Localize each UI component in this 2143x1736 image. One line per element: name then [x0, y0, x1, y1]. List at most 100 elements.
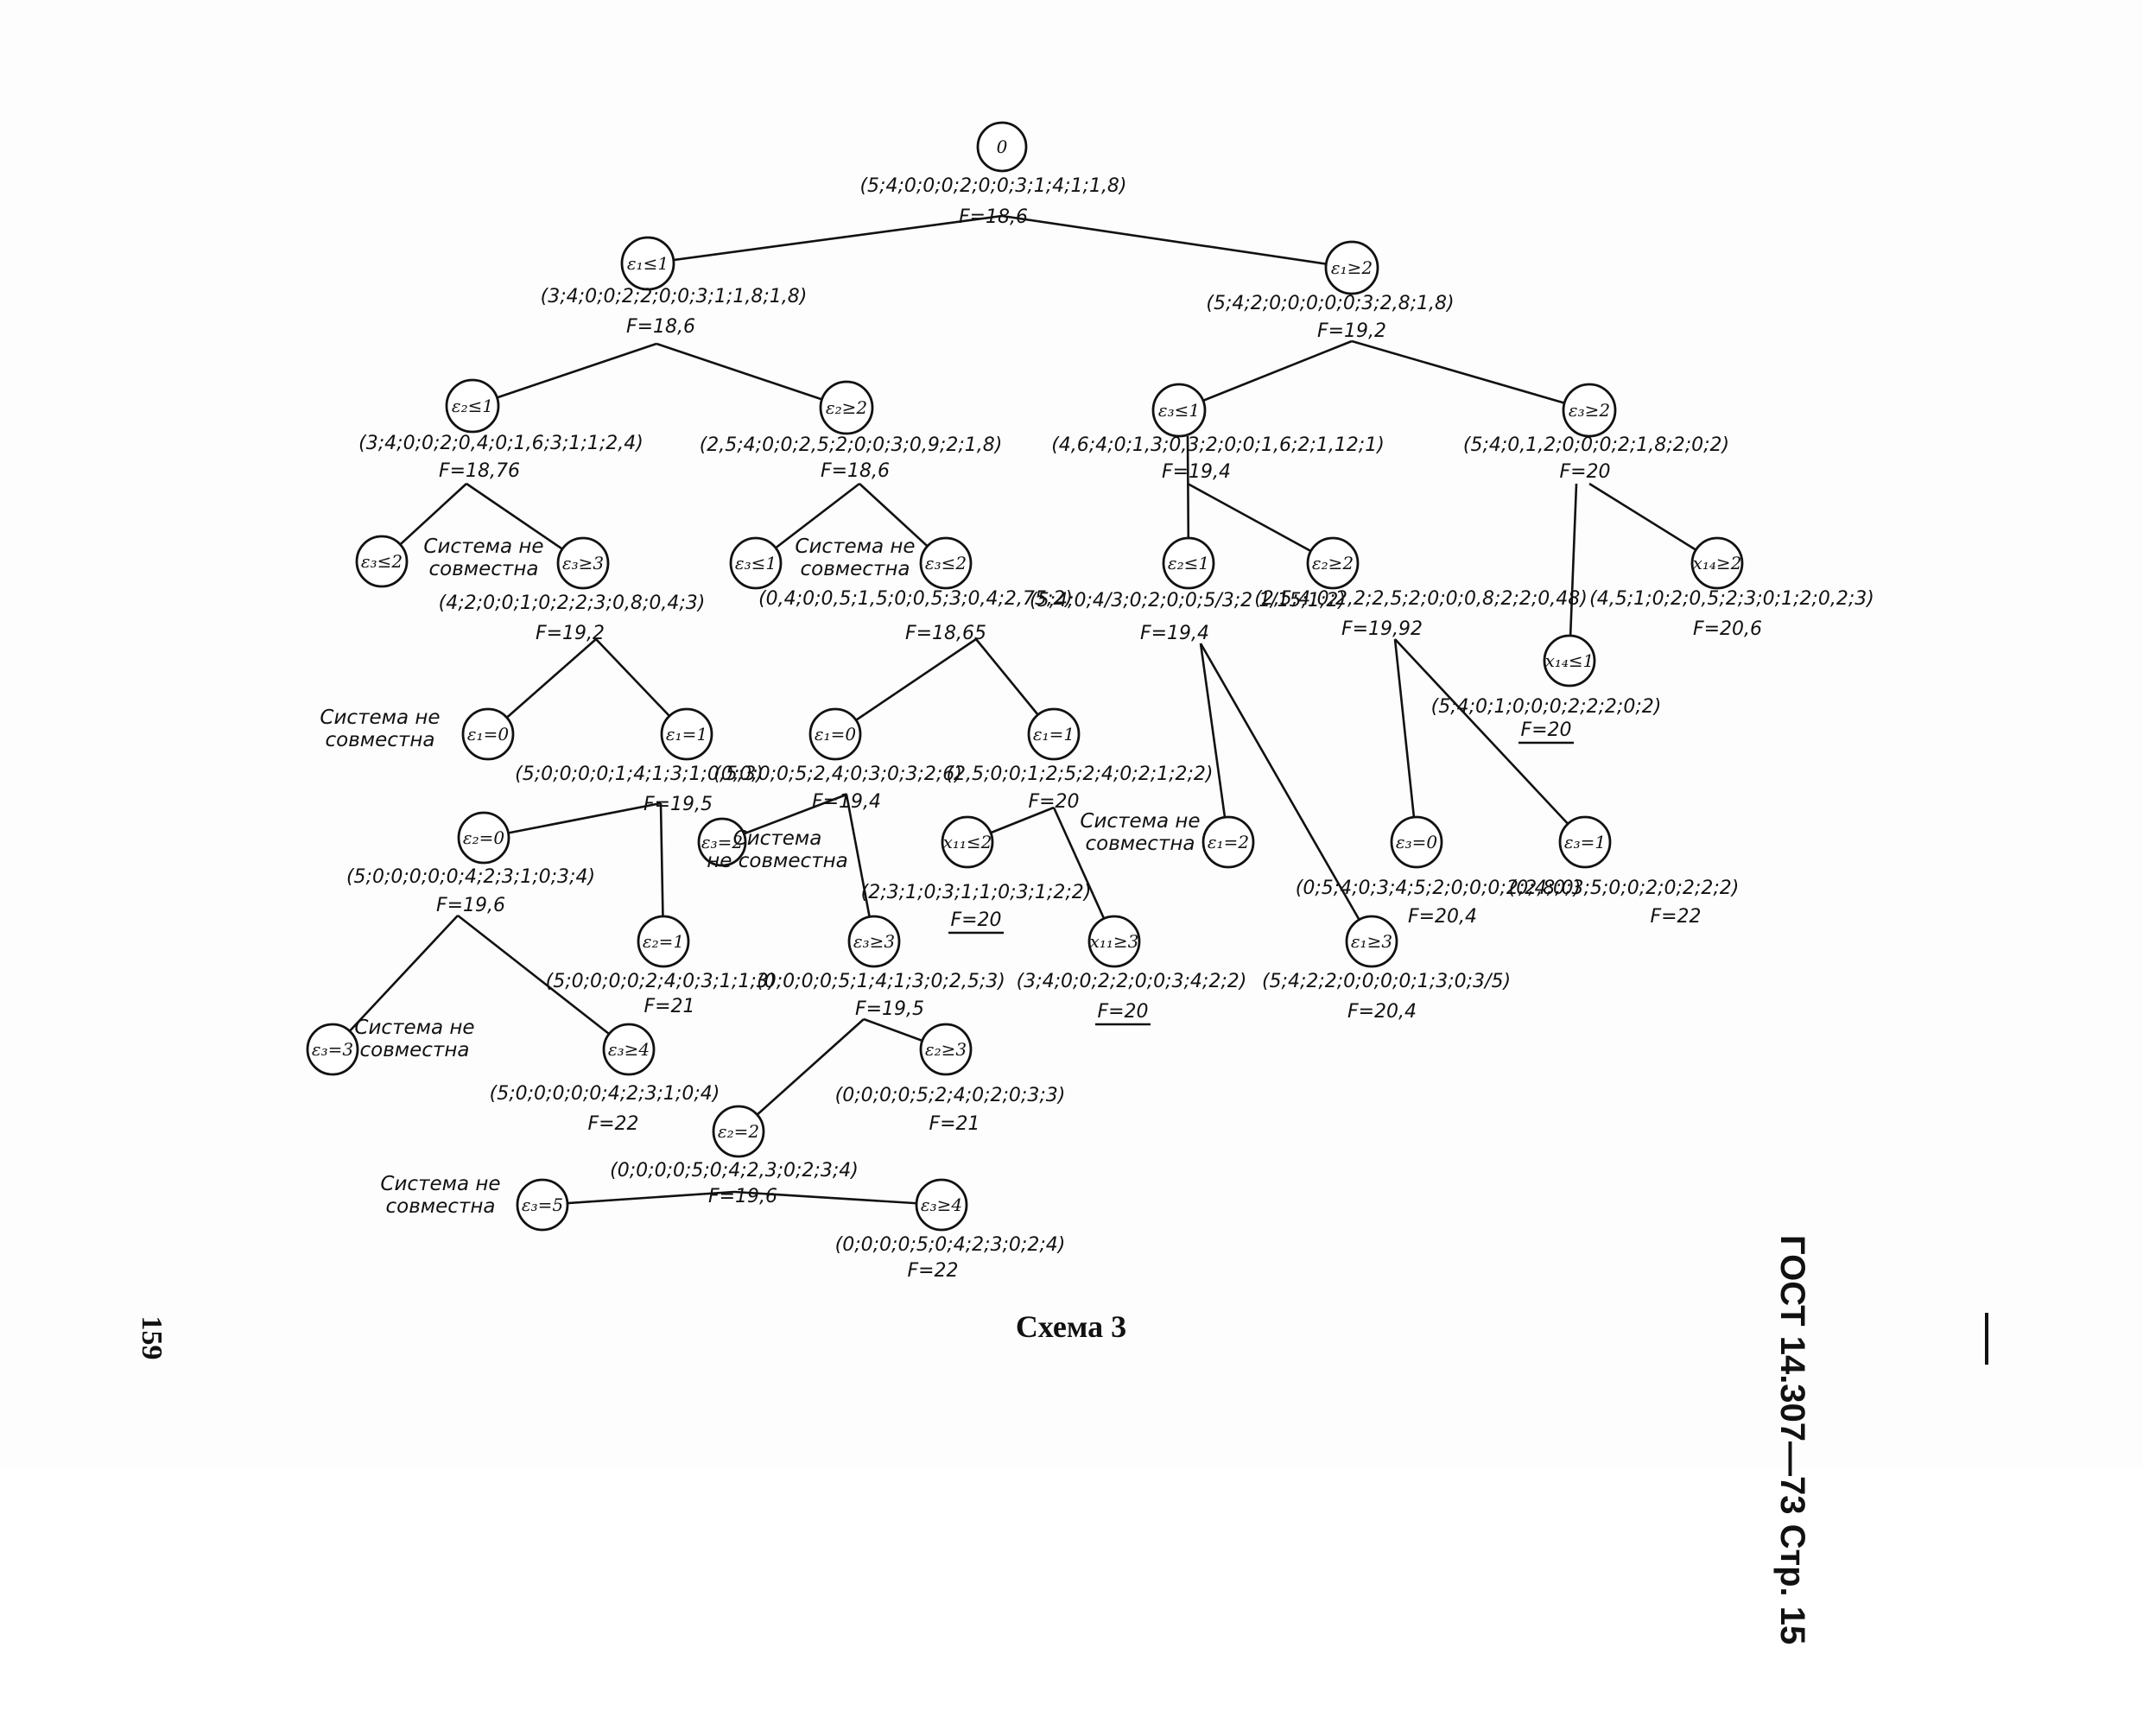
branch-and-bound-tree: 0(5;4;0;0;0;2;0;0;3;1;4;1;1,8)F=18,6ε₁≤1… — [306, 121, 1874, 1282]
inconsistent-note: совместна — [801, 558, 910, 580]
node-circle — [1543, 634, 1596, 687]
node-vector: (5;4;2;0;0;0;0;0;3;2,8;1,8) — [1206, 293, 1454, 314]
tree-node: ε₃=0(0;5;4;0;3;4;5;2;0;0;0;2;2,8;0)F=20,… — [1296, 815, 1581, 928]
node-f-value: F=22 — [587, 1113, 638, 1135]
node-label: ε₁=2 — [1208, 832, 1249, 852]
node-circle — [976, 121, 1028, 173]
node-vector: (5;4;0;0;0;2;0;0;3;1;4;1;1,8) — [859, 175, 1126, 197]
tree-edge — [1199, 643, 1373, 942]
node-vector: (5;4;0,1,2;0;0;0;2;1,8;2;0;2) — [1463, 434, 1729, 456]
node-circle — [729, 536, 783, 590]
inconsistent-note: совместна — [1086, 833, 1195, 855]
tree-node: ε₃=1(0;4;0;3;5;0;0;2;0;2;2;2)F=22 — [1509, 815, 1740, 928]
tree-node: ε₂≥2(2,5;4;0;0;2,5;2;0;0;3;0,9;2;1,8)F=1… — [700, 380, 1002, 482]
node-label: x₁₄≤1 — [1545, 650, 1595, 671]
inconsistent-note: совместна — [386, 1195, 496, 1218]
node-f-value: F=19,4 — [1162, 461, 1231, 483]
tree-node: ε₃≤2(0,4;0;0,5;1,5;0;0,5;3;0,4;2,75;2)F=… — [758, 536, 1073, 644]
node-vector: (3;4;0;0;2;2;0;0;3;1;1,8;1,8) — [541, 286, 808, 307]
node-circle — [516, 1178, 569, 1232]
node-circle — [1562, 383, 1617, 438]
tree-node: ε₂≤1(3;4;0;0;2;0,4;0;1,6;3;1;1;2,4)F=18,… — [358, 378, 644, 482]
node-label: 0 — [997, 136, 1008, 157]
node-label: ε₁=0 — [467, 724, 510, 744]
node-f-value: F=18,6 — [959, 206, 1028, 228]
tree-node: ε₃≤2 — [355, 535, 409, 588]
node-vector: (2;3;1;0;3;1;1;0;3;1;2;2) — [861, 882, 1092, 903]
tree-node: ε₁=1(2,5;0;0;1;2;5;2;4;0;2;1;2;2)F=20 — [946, 707, 1214, 813]
node-f-value: F=20 — [1028, 791, 1079, 813]
tree-node: ε₃≥4(5;0;0;0;0;0;4;2;3;1;0;4)F=22 — [490, 1023, 720, 1135]
tree-node: ε₂≤1(5;4;0;4/3;0;2;0;0;5/3;2 1/15;1;2)F=… — [1030, 536, 1346, 644]
inconsistent-note: Система не — [423, 535, 543, 558]
tree-edge — [1568, 483, 1578, 662]
node-label: ε₂≥2 — [826, 397, 867, 418]
inconsistent-note: совместна — [326, 729, 435, 751]
node-circle — [847, 915, 901, 968]
tree-edge — [1393, 638, 1418, 843]
tree-edge — [542, 1190, 735, 1207]
node-circle — [941, 815, 994, 869]
node-vector: (0;0;0;0;5;0;4;2,3;0;2;3;4) — [610, 1160, 859, 1182]
node-label: ε₂≤1 — [1168, 553, 1209, 573]
node-circle — [556, 536, 610, 590]
tree-node: ε₁≥3(5;4;2;2;0;0;0;0;1;3;0;3/5)F=20,4 — [1262, 915, 1511, 1023]
node-label: ε₂≥2 — [1312, 553, 1354, 573]
node-circle — [819, 380, 874, 435]
node-circle — [355, 535, 409, 588]
node-vector: (2,5;4;0;2,2;2,5;2;0;0;0,8;2;2;0,48) — [1254, 588, 1588, 610]
node-circle — [445, 378, 500, 434]
node-circle — [620, 236, 675, 291]
inconsistent-note: Система не — [354, 1017, 474, 1039]
node-label: ε₂=0 — [463, 827, 505, 848]
node-f-value: F=21 — [929, 1113, 980, 1135]
node-label: ε₃≥3 — [853, 931, 895, 952]
tree-edge — [472, 342, 657, 408]
tree-edge — [332, 915, 459, 1050]
tree-node: ε₃≥4(0;0;0;0;5;0;4;2;3;0;2;4)F=22 — [835, 1178, 1065, 1282]
node-label: ε₃=3 — [312, 1039, 353, 1060]
node-label: ε₁=1 — [666, 724, 707, 744]
node-vector: (2,5;0;0;1;2;5;2;4;0;2;1;2;2) — [946, 763, 1213, 785]
node-label: ε₃≥2 — [1569, 400, 1610, 421]
tree-edge — [1187, 482, 1334, 565]
node-label: x₁₁≤2 — [943, 832, 992, 852]
node-f-value: F=20,4 — [1408, 906, 1477, 928]
tree-node: ε₂≥3(0;0;0;0;5;2;4;0;2;0;3;3)F=21 — [835, 1023, 1066, 1135]
node-label: ε₃≥3 — [562, 553, 604, 573]
tree-node: ε₁≥2(5;4;2;0;0;0;0;0;3;2,8;1,8)F=19,2 — [1206, 240, 1455, 342]
node-circle — [1306, 536, 1360, 590]
tree-edge — [483, 801, 662, 839]
node-label: ε₃≤2 — [925, 553, 967, 573]
node-f-value: F=20,6 — [1693, 618, 1762, 640]
node-label: ε₃≤1 — [1158, 400, 1200, 421]
tree-node: 0 (5;4;0;0;0;2;0;0;3;1;4;1;1,8) F=18,6 — [859, 121, 1127, 228]
node-vector: (4,6;4;0;1,3;0,3;2;0;0;1,6;2;1,12;1) — [1051, 434, 1385, 456]
node-label: x₁₄≥2 — [1693, 553, 1742, 573]
tree-edge — [1351, 339, 1590, 412]
node-f-value: F=20 — [1559, 461, 1610, 483]
node-label: ε₃≤1 — [735, 553, 777, 573]
node-f-value: F=19,6 — [436, 895, 505, 916]
node-vector: (0;4;0;3;5;0;0;2;0;2;2;2) — [1509, 878, 1740, 899]
diagram-caption: Схема 3 — [1015, 1309, 1127, 1344]
node-f-value: F=19,4 — [1140, 623, 1209, 644]
node-circle — [697, 817, 747, 867]
node-label: x₁₁≥3 — [1090, 931, 1139, 952]
node-vector: (3;4;0;0;2;0,4;0;1,6;3;1;1;2,4) — [358, 433, 644, 454]
node-circle — [1558, 815, 1612, 869]
node-vector: (0;0;0;0;5;2;4;0;2;0;3;3) — [835, 1085, 1066, 1106]
node-f-value: F=19,2 — [1317, 320, 1386, 342]
tree-node: ε₃=3 — [306, 1023, 359, 1076]
node-f-value: F=20 — [950, 909, 1001, 931]
node-label: ε₃≥4 — [608, 1039, 650, 1060]
node-vector: (5;4;0;1;0;0;0;2;2;2;0;2) — [1431, 696, 1662, 718]
node-label: ε₁=0 — [815, 724, 857, 744]
node-f-value: F=19,2 — [536, 623, 605, 644]
tree-edge — [1394, 638, 1586, 843]
node-vector: (5;0;0;0;0;2;4;0;3;1;1;3) — [546, 971, 777, 992]
node-f-value: F=18,65 — [905, 623, 986, 644]
tree-node: ε₃≥3(4;2;0;0;1;0;2;2;3;0,8;0,4;3)F=19,2 — [439, 536, 705, 644]
node-f-value: F=20,4 — [1347, 1001, 1417, 1023]
